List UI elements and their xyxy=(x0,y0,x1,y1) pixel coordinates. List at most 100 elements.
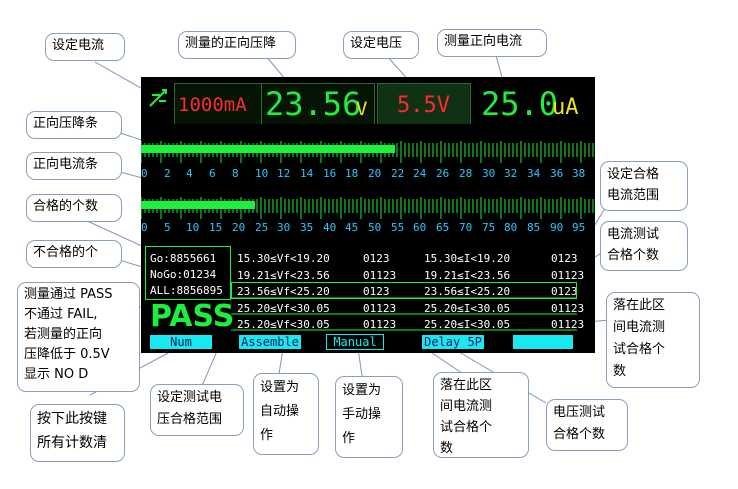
callout-forward-current-bar: 正向电流条 xyxy=(26,152,122,180)
callout-auto-op: 设置为 自动操 作 xyxy=(253,373,319,455)
go-count: Go:8855661 xyxy=(150,252,217,265)
callout-set-voltage: 设定电压 xyxy=(343,31,419,59)
scale-tick-label: 34 xyxy=(527,167,541,180)
scale-tick-label: 15 xyxy=(209,221,223,234)
range-limit[interactable]: 23.56≤Vf<25.20 xyxy=(237,285,330,298)
current-measured-value: 25.0 xyxy=(481,85,559,123)
scale-tick-label: 0 xyxy=(141,221,148,234)
scale-tick-label: 26 xyxy=(436,167,450,180)
scale-tick-label: 90 xyxy=(550,221,564,234)
scale-tick-label: 50 xyxy=(368,221,382,234)
range-limit[interactable]: 25.20≤Vf<30.05 xyxy=(237,301,330,315)
current-measured-unit: uA xyxy=(552,95,579,120)
range-count: 01123 xyxy=(551,318,585,331)
scale-tick-label: 6 xyxy=(209,167,216,180)
scale-tick-label: 14 xyxy=(300,167,314,180)
scale-tick-label: 85 xyxy=(527,221,541,234)
callout-reset-note: 按下此按键 所有计数清 xyxy=(30,404,125,462)
diode-signal-icon xyxy=(149,89,167,107)
range-count: 01123 xyxy=(363,268,397,282)
voltage-setting-value: 5.5V xyxy=(397,93,450,118)
callout-pass-count: 合格的个数 xyxy=(26,194,122,222)
range-count: 0123 xyxy=(363,285,390,298)
callout-pass-fail-note: 测量通过 PASS 不通过 FAIL, 若测量的正向 压降低于 0.5V 显示 … xyxy=(17,282,140,392)
nogo-count: NoGo:01234 xyxy=(150,268,217,281)
range-limit[interactable]: 19.21≤I<23.56 xyxy=(424,268,511,282)
scale-tick-label: 10 xyxy=(255,167,269,180)
callout-voltage-pass-count: 电压测试 合格个数 xyxy=(546,399,628,451)
range-limit[interactable]: 25.20≤I<30.05 xyxy=(424,318,511,331)
delay-button[interactable]: Delay 5P xyxy=(422,335,484,349)
range-row-separators xyxy=(231,297,577,331)
current-bar-fill xyxy=(141,201,255,209)
assemble-button[interactable]: Assemble xyxy=(239,335,301,349)
scale-tick-label: 18 xyxy=(345,167,359,180)
scale-tick-label: 75 xyxy=(482,221,496,234)
scale-tick-label: 25 xyxy=(255,221,269,234)
num-reset-button[interactable]: Num Reset xyxy=(150,335,212,353)
range-count: 01123 xyxy=(363,301,397,315)
scale-tick-label: 12 xyxy=(277,167,291,180)
range-count: 0123 xyxy=(551,285,578,298)
range-count: 01123 xyxy=(551,268,585,282)
scale-tick-label: 22 xyxy=(391,167,405,180)
scale-tick-label: 38 xyxy=(572,167,586,180)
pass-result: PASS xyxy=(150,299,235,334)
voltage-setting-tab xyxy=(377,83,471,124)
current-setting-value: 1000mA xyxy=(178,94,247,116)
voltage-measured-value: 23.56 xyxy=(265,85,362,123)
scale-tick-label: 30 xyxy=(482,167,496,180)
scale-tick-label: 65 xyxy=(436,221,450,234)
blank-button[interactable] xyxy=(513,335,573,349)
callout-measured-forward-current: 测量正向电流 xyxy=(437,29,547,57)
scale-tick-label: 16 xyxy=(323,167,337,180)
scale-tick-label: 20 xyxy=(368,167,382,180)
scale-tick-label: 70 xyxy=(459,221,473,234)
scale-tick-label: 30 xyxy=(277,221,291,234)
voltage-measured-tab xyxy=(261,83,375,124)
voltage-bar-fill xyxy=(141,145,395,153)
voltage-measured-unit: V xyxy=(356,98,368,120)
callout-current-range-count: 落在此区 间电流测 试合格个 数 xyxy=(433,372,529,458)
range-limit[interactable]: 25.20≤Vf<30.05 xyxy=(237,318,330,331)
callout-forward-drop-bar: 正向压降条 xyxy=(26,111,122,139)
callout-manual-op: 设置为 手动操 作 xyxy=(335,376,403,458)
range-count: 0123 xyxy=(551,252,578,265)
callout-set-current-range: 设定合格 电流范围 xyxy=(600,161,688,211)
scale-tick-label: 36 xyxy=(550,167,564,180)
scale-tick-label: 55 xyxy=(391,221,405,234)
range-count: 01123 xyxy=(363,318,397,331)
scale-tick-label: 28 xyxy=(459,167,473,180)
range-limit[interactable]: 15.30≤Vf<19.20 xyxy=(237,252,330,265)
callout-set-current: 设定电流 xyxy=(45,33,125,61)
all-count: ALL:8856895 xyxy=(150,284,223,297)
scale-tick-label: 4 xyxy=(186,167,193,180)
voltage-bar xyxy=(141,141,594,163)
callout-vf-range-set: 设定测试电 压合格范围 xyxy=(150,384,244,436)
callout-current-pass-count: 电流测试 合格个数 xyxy=(600,221,688,271)
scale-tick-label: 40 xyxy=(323,221,337,234)
scale-tick-label: 8 xyxy=(232,167,239,180)
manual-button[interactable]: Manual xyxy=(326,334,384,350)
range-limit[interactable]: 15.30≤I<19.20 xyxy=(424,252,511,265)
scale-tick-label: 45 xyxy=(345,221,359,234)
scale-tick-label: 80 xyxy=(504,221,518,234)
scale-tick-label: 2 xyxy=(164,167,171,180)
range-limit[interactable]: 23.56≤I<25.20 xyxy=(424,285,511,298)
callout-fail-count: 不合格的个 xyxy=(26,240,122,268)
scale-tick-label: 24 xyxy=(413,167,427,180)
range-limit[interactable]: 25.20≤I<30.05 xyxy=(424,301,511,315)
range-limit[interactable]: 19.21≤Vf<23.56 xyxy=(237,268,330,282)
scale-tick-label: 5 xyxy=(164,221,171,234)
range-count: 01123 xyxy=(551,301,585,315)
scale-tick-label: 35 xyxy=(300,221,314,234)
callout-measured-forward-drop: 测量的正向压降 xyxy=(178,31,296,59)
scale-tick-label: 20 xyxy=(232,221,246,234)
scale-tick-label: 10 xyxy=(186,221,200,234)
callout-voltage-range-count: 落在此区 间电流测 试合格个 数 xyxy=(606,292,700,388)
scale-tick-label: 32 xyxy=(504,167,518,180)
scale-tick-label: 95 xyxy=(572,221,586,234)
